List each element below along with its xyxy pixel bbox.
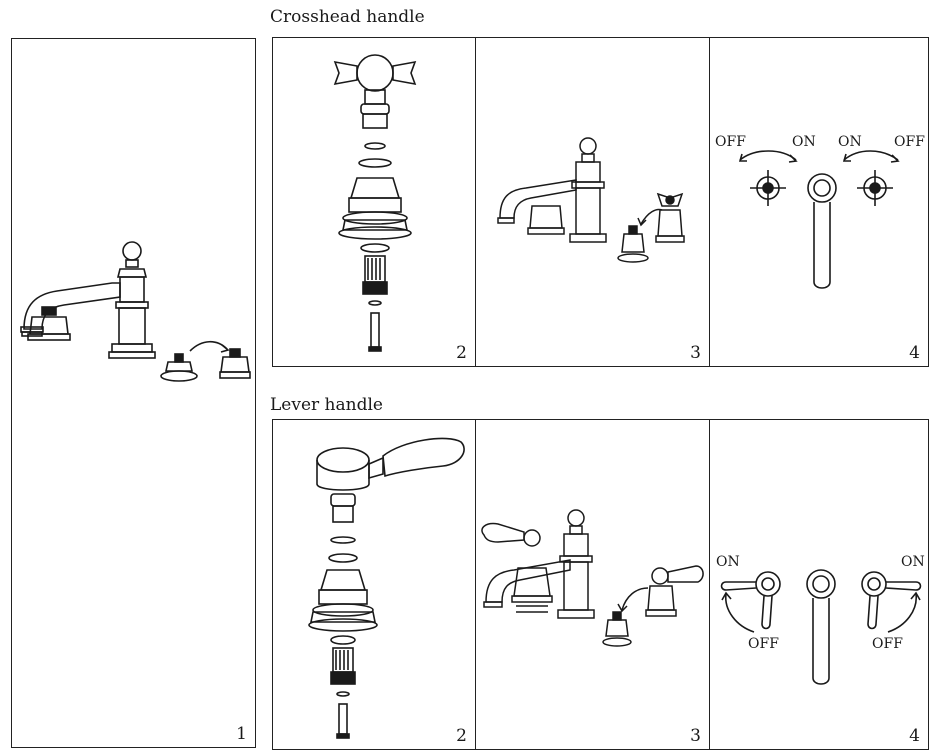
step-number: 4 <box>909 726 920 746</box>
on-label-left: ON <box>792 134 816 150</box>
crosshead-step-4-panel: OFF ON ON OFF 4 <box>709 37 929 367</box>
lever-step-2-panel: 2 <box>272 419 476 750</box>
lever-operation-illustration <box>720 569 922 685</box>
lever-exploded-illustration <box>308 437 465 739</box>
step-1-panel: 1 <box>11 38 256 748</box>
off-label-left: OFF <box>748 636 779 652</box>
step-number: 1 <box>236 724 247 744</box>
crosshead-section-title: Crosshead handle <box>270 7 425 27</box>
crosshead-step-3-panel: 3 <box>475 37 710 367</box>
step-number: 3 <box>690 726 701 746</box>
on-label-right: ON <box>901 554 925 570</box>
off-label-right: OFF <box>894 134 925 150</box>
on-label-left: ON <box>716 554 740 570</box>
step-number: 2 <box>456 726 467 746</box>
crosshead-operation-illustration <box>738 150 900 289</box>
step-number: 2 <box>456 343 467 363</box>
step-number: 4 <box>909 343 920 363</box>
lever-section-title: Lever handle <box>270 395 383 415</box>
crosshead-install-illustration <box>497 137 685 263</box>
crosshead-exploded-illustration <box>333 54 417 352</box>
off-label-left: OFF <box>715 134 746 150</box>
faucet-assembly-illustration <box>20 241 251 382</box>
on-label-right: ON <box>838 134 862 150</box>
off-label-right: OFF <box>872 636 903 652</box>
crosshead-step-2-panel: 2 <box>272 37 476 367</box>
lever-install-illustration <box>481 509 704 647</box>
lever-step-3-panel: 3 <box>475 419 710 750</box>
lever-step-4-panel: ON OFF ON OFF 4 <box>709 419 929 750</box>
step-number: 3 <box>690 343 701 363</box>
